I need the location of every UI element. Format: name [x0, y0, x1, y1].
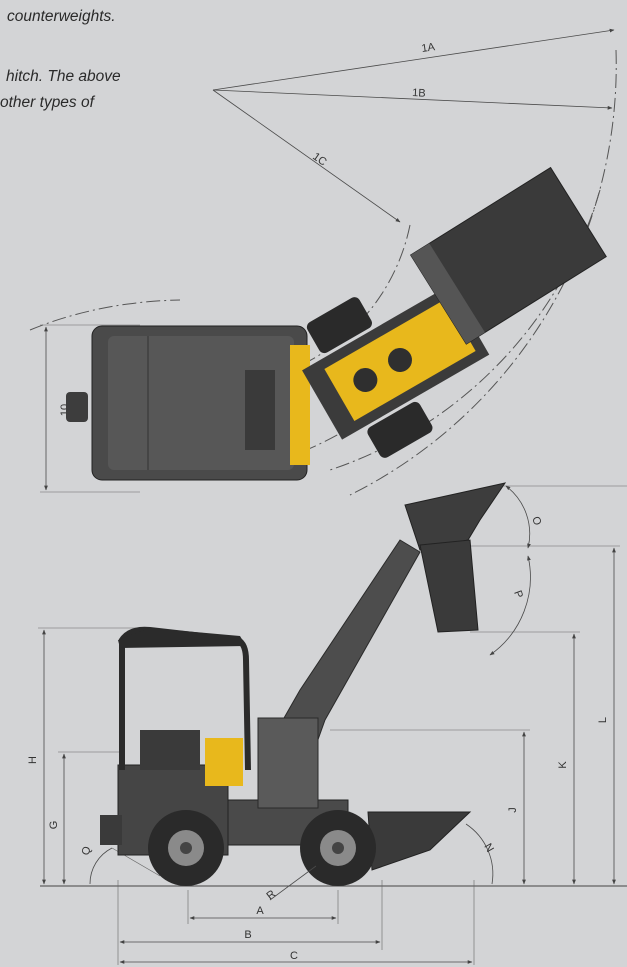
- dim-label-1c: 1C: [310, 151, 328, 169]
- angle-arc-n: [465, 823, 494, 885]
- vent-grille: [245, 370, 275, 450]
- front-tire-left: [306, 297, 372, 354]
- angle-arc-p: [489, 555, 531, 656]
- yellow-frame-rear: [290, 345, 310, 465]
- dim-label-q: Q: [80, 844, 94, 857]
- side-view: H G Q J K L O P: [27, 482, 627, 965]
- dim-label-r: R: [264, 888, 278, 902]
- dim-label-l: L: [597, 717, 609, 723]
- rear-hitch-side: [100, 815, 122, 845]
- hydraulic-cylinder-1: [353, 368, 378, 392]
- dim-label-b: B: [244, 929, 251, 941]
- angle-arc-q: [89, 847, 113, 885]
- dim-label-1b: 1B: [412, 87, 426, 100]
- bucket-edge: [410, 243, 485, 345]
- angle-arc-o: [505, 485, 531, 549]
- roof: [118, 628, 246, 648]
- dim-label-g: G: [48, 821, 60, 830]
- hitch-top: [66, 392, 88, 422]
- bucket-raised-dump: [419, 539, 479, 633]
- radius-line-1c: [212, 89, 401, 223]
- turning-arc-left: [29, 299, 181, 331]
- radius-line-r: [269, 865, 317, 901]
- front-tire-right: [367, 401, 433, 458]
- top-view: 1A 1B 1C 10: [29, 28, 617, 496]
- radius-line-1b: [212, 89, 613, 110]
- turning-arc-outer: [349, 49, 617, 496]
- caption-line-3: other types of: [0, 94, 94, 111]
- yellow-panel-side: [205, 738, 243, 786]
- boom-tower: [257, 717, 319, 809]
- front-hub: [332, 842, 344, 854]
- dim-label-n: N: [481, 842, 495, 855]
- rear-hub: [180, 842, 192, 854]
- dim-label-k: K: [557, 761, 569, 769]
- dim-label-a: A: [256, 905, 264, 917]
- caption-line-2: hitch. The above: [6, 68, 121, 85]
- dim-label-1a: 1A: [421, 41, 437, 55]
- bucket-raised-top: [404, 482, 507, 551]
- dim-label-o: O: [529, 515, 543, 528]
- radius-line-1a: [212, 28, 615, 91]
- seat: [140, 730, 200, 770]
- dim-label-c: C: [290, 950, 298, 962]
- dim-label-j: J: [507, 807, 519, 813]
- bucket-top-view: [409, 166, 607, 345]
- caption-line-1: counterweights.: [7, 8, 116, 25]
- hydraulic-cylinder-2: [388, 348, 412, 372]
- bucket-lowered: [367, 811, 472, 871]
- front-section-top: [302, 285, 490, 458]
- dim-label-p: P: [511, 589, 525, 600]
- dim-label-h: H: [27, 756, 39, 764]
